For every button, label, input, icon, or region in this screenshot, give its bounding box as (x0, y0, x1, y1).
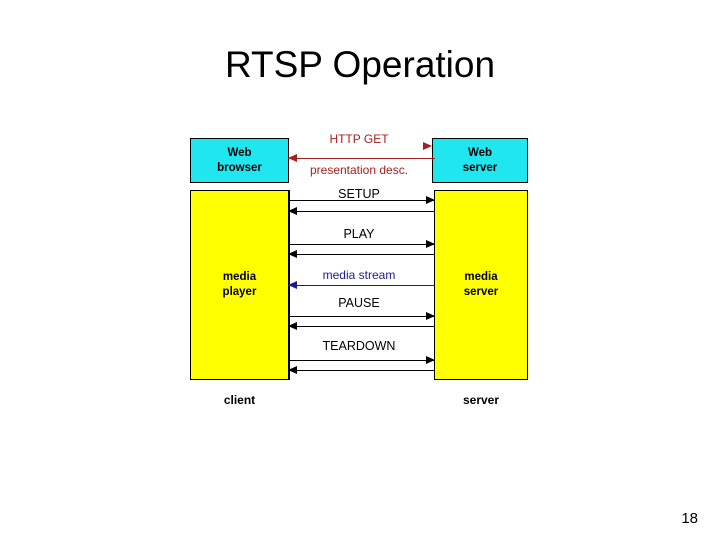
arrow-shaft (288, 285, 435, 286)
arrow-pause (288, 312, 435, 321)
arrow-shaft (288, 254, 435, 255)
rtsp-sequence-diagram: Web browser Web server media player medi… (185, 130, 535, 420)
node-web-browser-line1: Web (227, 146, 252, 159)
arrow-pause-reply (288, 322, 435, 331)
arrow-shaft (288, 360, 435, 361)
arrowhead-http-get-icon (423, 142, 432, 150)
arrow-setup (288, 196, 435, 205)
page-title: RTSP Operation (224, 44, 496, 85)
message-label-http-get: HTTP GET (329, 132, 389, 146)
arrow-presentation-desc (288, 154, 435, 163)
arrowhead-left-icon (288, 250, 297, 258)
arrowhead-right-icon (426, 312, 435, 320)
message-label-teardown: TEARDOWN (322, 339, 396, 353)
message-label-setup: SETUP (338, 187, 380, 201)
page-number: 18 (681, 510, 698, 527)
arrow-teardown-reply (288, 366, 435, 375)
node-media-player-line1: media (222, 271, 257, 283)
arrow-setup-reply (288, 207, 435, 216)
arrowhead-right-icon (426, 240, 435, 248)
node-media-server-line1: media (464, 271, 498, 283)
node-media-server: media server (434, 190, 528, 380)
arrowhead-left-icon (288, 207, 297, 215)
node-web-server: Web server (432, 138, 528, 183)
arrow-shaft (288, 211, 435, 212)
arrow-shaft (288, 244, 435, 245)
arrow-teardown (288, 356, 435, 365)
message-label-pause: PAUSE (338, 296, 380, 310)
arrowhead-left-icon (288, 322, 297, 330)
arrowhead-left-icon (288, 366, 297, 374)
message-label-media-stream: media stream (322, 268, 396, 282)
node-web-browser: Web browser (190, 138, 289, 183)
node-media-player-line2: player (222, 286, 257, 298)
arrowhead-left-icon (288, 154, 297, 162)
arrow-play (288, 240, 435, 249)
endpoint-label-server: server (462, 393, 500, 407)
node-media-player: media player (190, 190, 289, 380)
node-media-server-line2: server (463, 286, 499, 298)
arrow-shaft (288, 326, 435, 327)
node-web-browser-line2: browser (217, 161, 262, 174)
arrowhead-right-icon (426, 356, 435, 364)
arrow-shaft (288, 200, 435, 201)
message-label-presentation-desc: presentation desc. (309, 163, 409, 177)
node-web-server-line2: server (462, 161, 498, 174)
arrow-media-stream (288, 281, 435, 290)
node-web-server-line1: Web (467, 146, 493, 159)
arrow-play-reply (288, 250, 435, 259)
arrow-shaft (288, 158, 435, 159)
arrowhead-right-icon (426, 196, 435, 204)
arrowhead-left-icon (288, 281, 297, 289)
arrow-shaft (288, 370, 435, 371)
arrow-shaft (288, 316, 435, 317)
endpoint-label-client: client (223, 393, 256, 407)
message-label-play: PLAY (343, 227, 375, 241)
